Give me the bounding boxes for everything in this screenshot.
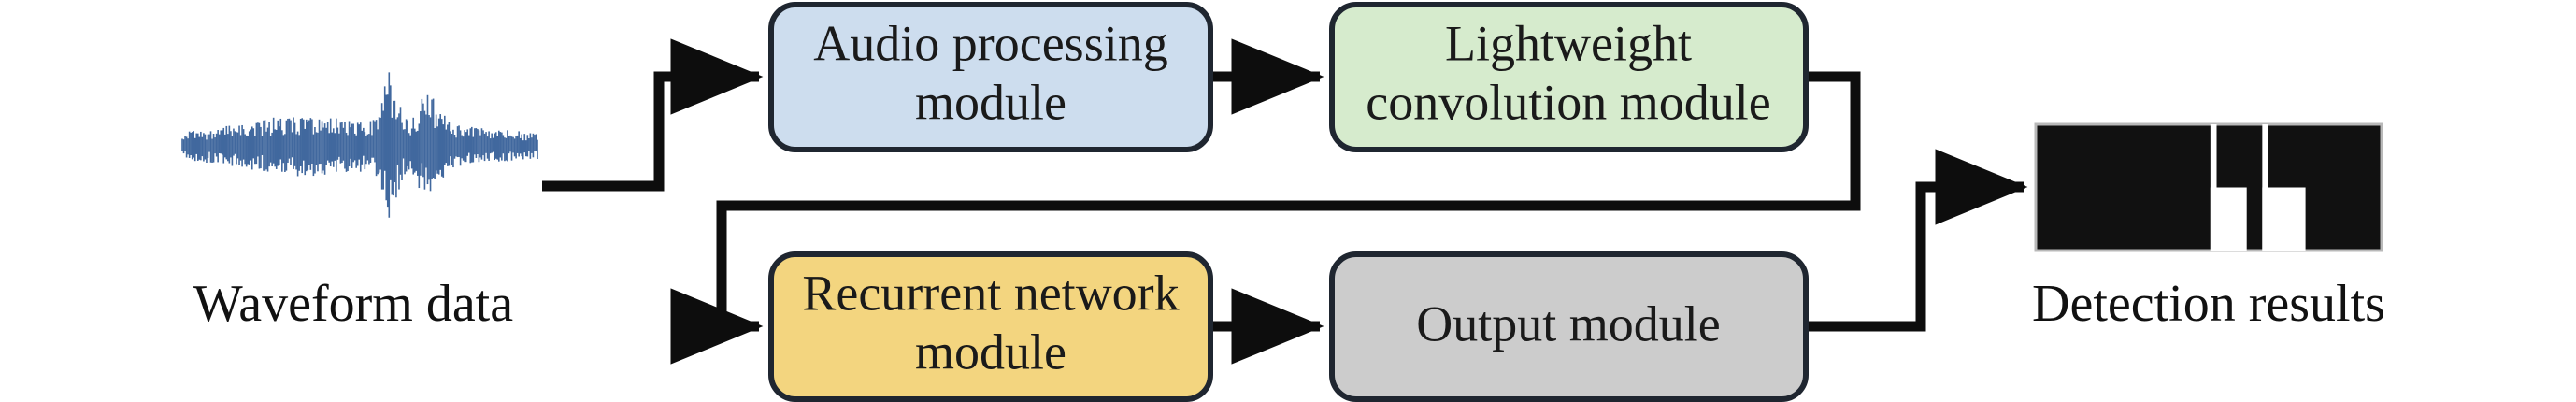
recurrent-network-module-label-line2: module [915, 323, 1066, 380]
connector-group [542, 38, 2028, 365]
node-group: Audio processing module Lightweight conv… [768, 2, 1809, 402]
output-module-box[interactable] [1329, 251, 1809, 402]
waveform-data [181, 72, 538, 218]
detection-caption: Detection results [2032, 275, 2385, 333]
node-lightweight-convolution-module[interactable]: Lightweight convolution module [1329, 2, 1809, 152]
node-audio-processing-module[interactable]: Audio processing module [768, 2, 1213, 152]
waveform-caption: Waveform data [193, 275, 513, 333]
audio-processing-module-box[interactable] [768, 2, 1213, 152]
detection-results-background [2034, 122, 2383, 252]
waveform-to-audio-processing-connector [542, 38, 764, 192]
audio-processing-module-label-line2: module [915, 74, 1066, 130]
detection-segment-block [2210, 187, 2247, 251]
lightweight-convolution-to-recurrent-network-connector [670, 71, 1861, 365]
detection-segment-block [2262, 187, 2306, 251]
output-to-detection-results-connector [1806, 149, 2028, 332]
lightweight-convolution-module-label-line1: Lightweight [1445, 15, 1692, 71]
lightweight-convolution-module-label-line2: convolution module [1366, 74, 1770, 130]
audio-processing-module-label-line1: Audio processing [813, 15, 1167, 71]
node-recurrent-network-module[interactable]: Recurrent network module [768, 251, 1213, 402]
output-module-label-line1: Output module [1416, 295, 1720, 352]
recurrent-network-module-box[interactable] [768, 251, 1213, 402]
lightweight-convolution-module-box[interactable] [1329, 2, 1809, 152]
detection-results-image [2034, 122, 2383, 252]
recurrent-network-module-label-line1: Recurrent network [802, 265, 1179, 321]
node-output-module[interactable]: Output module [1329, 251, 1809, 402]
